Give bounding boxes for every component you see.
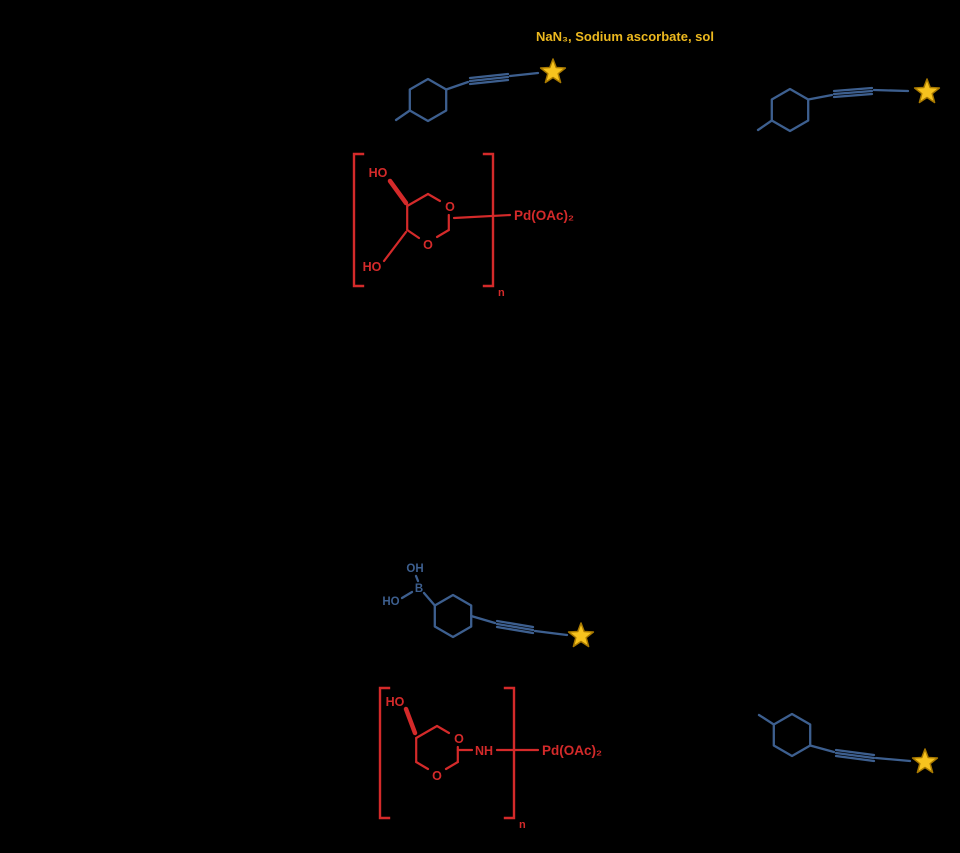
polymer-bracket-left (352, 152, 365, 288)
methyl-bond (757, 713, 775, 726)
hydroxyl-label: HO (363, 260, 382, 274)
polymer-bracket-right (482, 152, 495, 288)
hydroxyl-bond (382, 230, 408, 263)
benzene-ring (772, 712, 812, 758)
polymer-bracket-right (503, 686, 516, 820)
boron-label: B (415, 583, 423, 595)
fluorophore-star-icon (911, 748, 939, 774)
boronic-bonds (400, 574, 436, 607)
ring-oxygen-label: O (454, 732, 464, 746)
polysaccharide-pd-catalyst-top: n O O HO HO Pd(OAc)₂ (352, 152, 574, 299)
methyl-bond (394, 109, 411, 122)
fluorophore-star-icon (567, 622, 595, 648)
pd-bond (452, 213, 512, 220)
benzene-ring (408, 77, 448, 123)
hydroxyl-label: HO (386, 695, 405, 709)
sugar-ring: O O (406, 192, 455, 252)
methyl-bond (756, 119, 773, 132)
alkyne-chain (470, 614, 569, 637)
wedge-bond (403, 706, 418, 736)
wedge-bond (387, 178, 409, 206)
reaction-conditions-label: NaN₃, Sodium ascorbate, sol (536, 29, 714, 44)
polysaccharide-pd-catalyst-bottom: n O O HO NH Pd(OAc)₂ (378, 686, 602, 831)
repeat-subscript: n (498, 287, 505, 299)
alkyne-chain (807, 86, 910, 101)
amine-link-label: NH (475, 744, 493, 758)
aryl-alkyne-fluorophore-top-right (756, 78, 941, 133)
repeat-subscript: n (519, 819, 526, 831)
fluorophore-star-icon (539, 58, 567, 84)
hydroxyl-label: HO (382, 596, 399, 608)
fluorophore-star-icon (913, 78, 941, 104)
benzene-ring (433, 593, 473, 639)
ring-oxygen-label: O (423, 238, 433, 252)
aryl-alkyne-fluorophore-bottom-right (757, 712, 939, 774)
hydroxyl-label: OH (406, 563, 423, 575)
alkyne-chain (445, 71, 540, 91)
benzene-ring (770, 87, 810, 133)
polymer-bracket-left (378, 686, 391, 820)
hydroxyl-label: HO (369, 166, 388, 180)
ring-oxygen-label: O (445, 200, 455, 214)
alkyne-chain (809, 744, 912, 763)
pd-linkage: NH (456, 744, 540, 758)
pd-catalyst-label: Pd(OAc)₂ (542, 743, 602, 758)
boronic-aryl-alkyne-fluorophore: OH B HO (382, 563, 595, 648)
aryl-alkyne-fluorophore-top-left (394, 58, 567, 123)
pd-catalyst-label: Pd(OAc)₂ (514, 208, 574, 223)
ring-oxygen-label: O (432, 769, 442, 783)
sugar-ring: O O (415, 724, 464, 783)
